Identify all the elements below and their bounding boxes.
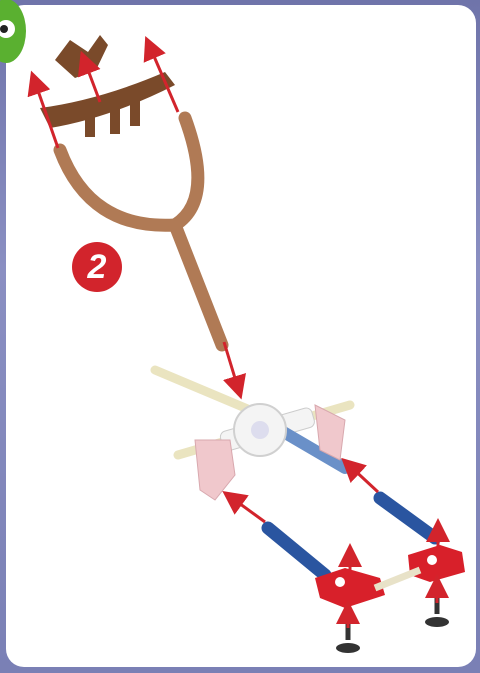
axle-assembly — [155, 370, 350, 500]
y-fork-piece — [60, 118, 222, 345]
top-cap-piece — [55, 35, 108, 78]
red-base-connectors — [315, 545, 465, 608]
crossbar-piece — [40, 72, 175, 137]
